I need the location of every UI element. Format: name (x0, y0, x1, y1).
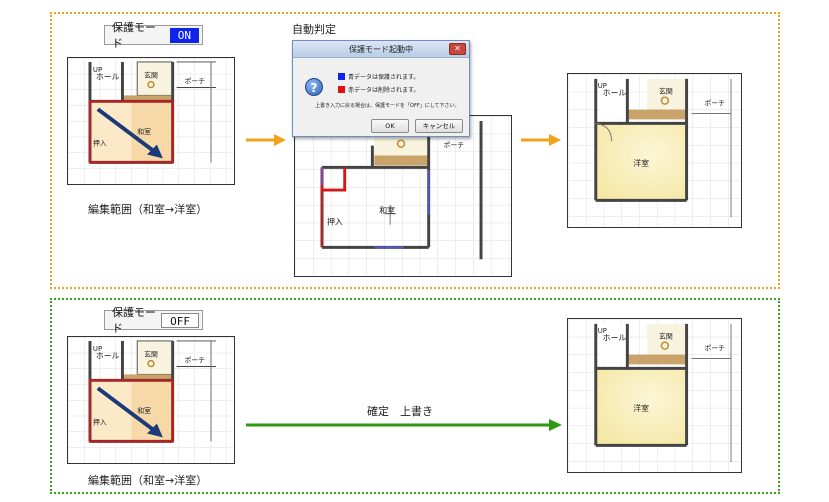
youshitsu-label-after-top: 洋室 (633, 158, 649, 168)
washitsu-label-bottom: 和室 (137, 406, 151, 415)
protect-mode-label: 保護モード (112, 21, 156, 50)
porch-label-after-bottom: ポーチ (704, 345, 725, 353)
edit-range-caption-bottom: 編集範囲（和室→洋室） (88, 474, 208, 487)
top-section-frame (50, 12, 780, 289)
porch-label-bottom: ポーチ (184, 357, 205, 365)
red-data-text: 赤データは削除されます。 (348, 87, 420, 94)
close-icon[interactable]: ✕ (449, 43, 466, 55)
dialog-title: 保護モード起動中 (349, 45, 413, 54)
porch-label: ポーチ (184, 78, 205, 86)
up-label: UP (93, 66, 102, 74)
protect-mode-dialog: 保護モード起動中 ✕ ? 青データは保護されます。 赤データは削除されます。 上… (292, 40, 470, 137)
hall-label-bottom: ホール (96, 352, 120, 361)
entrance-label-bottom: 玄関 (144, 350, 158, 359)
floor-plan-middle: 和室 押入 ポーチ (294, 115, 512, 277)
question-icon: ? (305, 78, 323, 96)
red-square-icon (338, 86, 345, 93)
closet-label: 押入 (93, 139, 107, 148)
protect-mode-toggle-on[interactable]: 保護モード ON (104, 21, 203, 50)
up-label-bottom: UP (93, 345, 102, 353)
dialog-note: 上書き入力に戻る場合は、保護モードを「OFF」にして下さい。 (315, 103, 460, 109)
edit-range-caption-top: 編集範囲（和室→洋室） (88, 203, 208, 216)
dialog-title-bar: 保護モード起動中 ✕ (293, 41, 469, 58)
closet-label-bottom: 押入 (93, 418, 107, 427)
floor-plan-after-top: UP ホール 玄関 ポーチ 洋室 (567, 73, 742, 228)
protect-mode-state-on[interactable]: ON (169, 27, 199, 43)
entrance-label-after-bottom: 玄関 (659, 332, 673, 341)
blue-square-icon (338, 73, 345, 80)
entrance-label-after-top: 玄関 (659, 87, 673, 96)
closet-label-middle: 押入 (327, 217, 343, 227)
up-label-after-bottom: UP (598, 327, 607, 335)
washitsu-label-middle: 和室 (379, 205, 395, 215)
protect-mode-label-bottom: 保護モード (112, 306, 156, 335)
hall-label-after-top: ホール (603, 89, 627, 98)
youshitsu-label-after-bottom: 洋室 (633, 403, 649, 413)
porch-label-after-top: ポーチ (704, 100, 725, 108)
auto-judge-label: 自動判定 (292, 23, 336, 36)
entrance-label: 玄関 (144, 71, 158, 80)
blue-data-line: 青データは保護されます。 (338, 72, 419, 81)
ok-button[interactable]: OK (371, 119, 409, 133)
up-label-after-top: UP (598, 82, 607, 90)
protect-mode-toggle-off[interactable]: 保護モード OFF (104, 306, 203, 335)
porch-label-middle: ポーチ (443, 142, 464, 150)
protect-mode-state-off[interactable]: OFF (161, 312, 199, 328)
cancel-button[interactable]: キャンセル (415, 119, 463, 133)
hall-label: ホール (96, 73, 120, 82)
floor-plan-before-bottom: UP ホール 玄関 ポーチ 押入 和室 (67, 336, 235, 464)
confirm-overwrite-label: 確定 上書き (367, 405, 433, 418)
blue-data-text: 青データは保護されます。 (348, 74, 420, 81)
floor-plan-after-bottom: UP ホール 玄関 ポーチ 洋室 (567, 318, 742, 473)
arrow-right-bottom (246, 419, 562, 431)
bottom-section-frame (50, 298, 780, 494)
arrow-right-1-top (246, 134, 286, 146)
hall-label-after-bottom: ホール (603, 334, 627, 343)
washitsu-label: 和室 (137, 127, 151, 136)
floor-plan-before-top: UP ホール 玄関 ポーチ 押入 和室 (67, 57, 235, 185)
arrow-right-2-top (521, 134, 561, 146)
red-data-line: 赤データは削除されます。 (338, 85, 419, 94)
